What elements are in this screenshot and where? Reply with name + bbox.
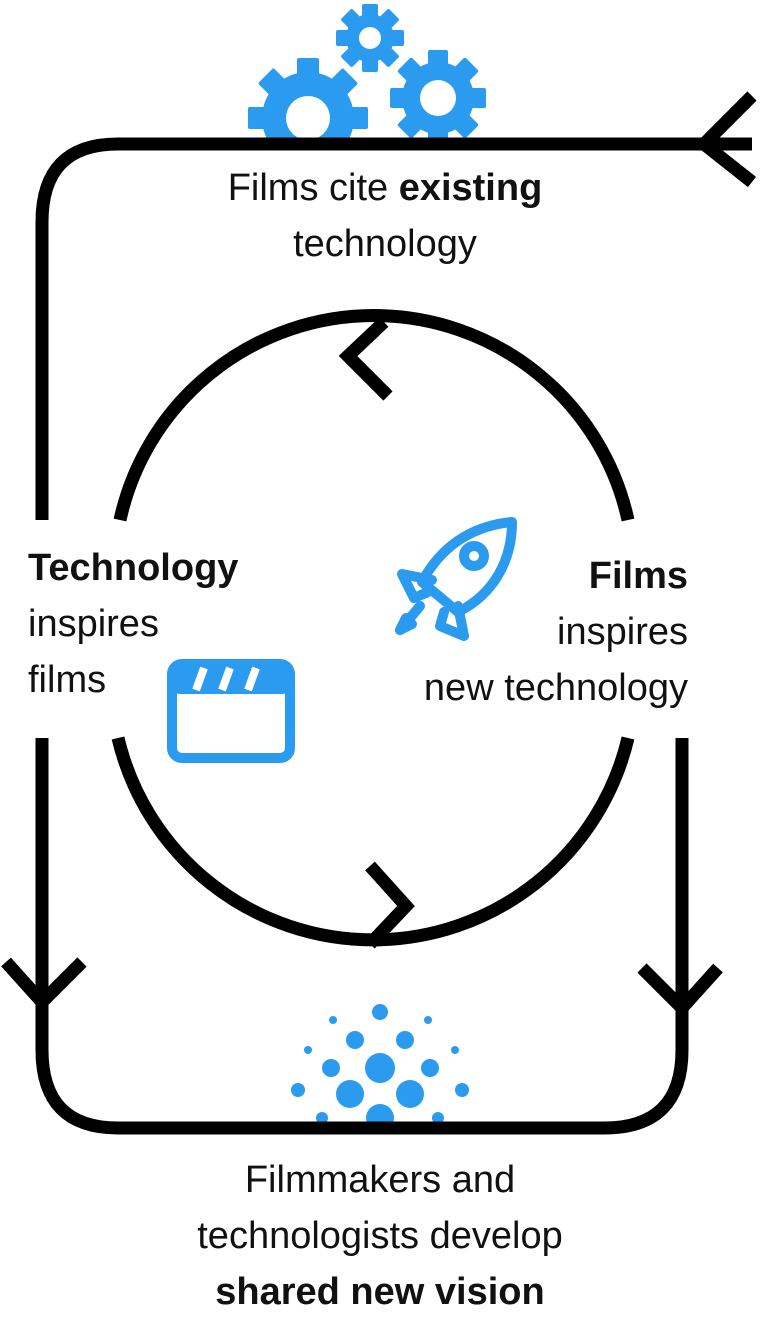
clapperboard-icon (167, 659, 295, 763)
top-label: Films cite existing technology (150, 160, 620, 272)
bottom-label-line3: shared new vision (215, 1271, 545, 1313)
inner-bottom-arrowhead (365, 861, 415, 949)
dot-cluster-icon (291, 1004, 469, 1132)
right-label-line3: new technology (423, 667, 688, 709)
right-down-arrowhead (637, 963, 723, 1018)
left-label-line3: films (28, 659, 107, 701)
inner-top-arrowhead (338, 317, 393, 401)
gears-icon (230, 4, 500, 178)
left-label: Technology inspires films (28, 540, 238, 708)
right-label-line2: inspires (557, 611, 688, 653)
left-label-title: Technology (28, 547, 239, 589)
left-label-line2: inspires (28, 603, 159, 645)
top-arrowhead (694, 91, 757, 188)
inner-circle-bottom-arc (111, 736, 635, 947)
top-label-line2: technology (293, 223, 477, 265)
bottom-label-line1: Filmmakers and (244, 1159, 516, 1201)
right-label: Films inspires new technology (424, 548, 688, 716)
bottom-label-line2: technologists develop (197, 1215, 563, 1257)
bottom-label: Filmmakers and technologists develop sha… (100, 1152, 660, 1320)
inner-circle-top-arc (113, 309, 635, 522)
left-down-arrowhead (1, 957, 87, 1012)
right-label-title: Films (588, 555, 688, 597)
outer-loop-top-path (35, 137, 752, 520)
rocket-icon (395, 517, 517, 641)
top-label-line1: Films cite existing (227, 167, 543, 209)
